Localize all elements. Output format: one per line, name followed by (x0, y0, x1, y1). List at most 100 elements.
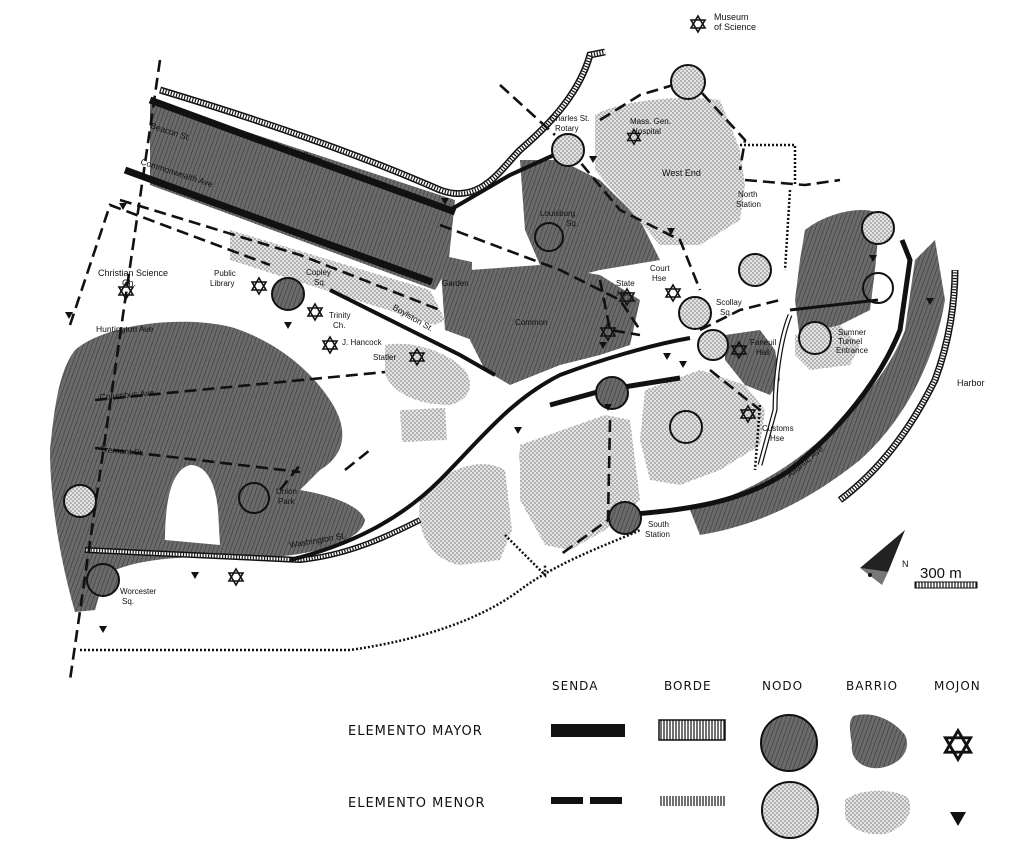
label-hse-court: Hse (652, 274, 667, 283)
star-of-david-icon (251, 277, 267, 295)
legend-senda-menor (551, 797, 622, 804)
node-west-end-circle (63, 484, 97, 518)
legend-col-borde: BORDE (664, 679, 712, 693)
scale-bar: 300 m (914, 565, 978, 589)
label-station: Station (736, 200, 761, 209)
label-faneuil: Faneuil (750, 338, 776, 347)
label-sq-louisburg: Sq. (566, 219, 578, 228)
district-small-square (400, 408, 447, 442)
label-library: Library (210, 279, 234, 288)
node-north-station (738, 253, 772, 287)
label-west-end: West End (662, 168, 701, 178)
node-sumner (798, 321, 832, 355)
label-christian-science: Christian Science (98, 268, 168, 278)
triangle-down-icon (514, 427, 522, 434)
label-louisburg: Louisburg (540, 209, 575, 218)
district-south-end (50, 321, 365, 612)
legend-barrio-mayor (849, 714, 908, 769)
node-post-office (669, 410, 703, 444)
path-sumner (789, 298, 879, 312)
node-copley (271, 277, 305, 311)
node-worcester (86, 563, 120, 597)
label-worcester: Worcester (120, 587, 157, 596)
node-south-station (608, 501, 642, 535)
paths (68, 59, 913, 681)
node-union-park (238, 482, 270, 514)
district-statler (385, 343, 470, 405)
label-trinity: Trinity (329, 311, 350, 320)
node-dewey (595, 376, 629, 410)
label-park: Park (278, 497, 295, 506)
legend-col-nodo: NODO (762, 679, 803, 693)
label-sq-copley: Sq. (314, 278, 326, 287)
label-copley: Copley (306, 268, 331, 277)
label-statler: Statler (373, 353, 396, 362)
label-court: Court (650, 264, 670, 273)
label-hse-customs: Hse (770, 434, 785, 443)
legend-nodo-menor (761, 781, 819, 839)
label-common: Common (515, 318, 547, 327)
edge-minor-boundary (80, 528, 641, 652)
star-of-david-icon (690, 15, 706, 33)
node-north-end (862, 272, 894, 304)
label-columbus: Columbus Ave (99, 387, 155, 402)
label-tunnel: Tunnel (838, 337, 862, 346)
node-west-end-top (670, 64, 706, 100)
triangle-down-icon (284, 322, 292, 329)
label-hancock: J. Hancock (342, 338, 383, 347)
star-of-david-icon (322, 336, 338, 354)
label-charles-st: Charles St. (550, 114, 590, 123)
legend-borde-mayor (658, 719, 726, 741)
path-atlantic (624, 239, 913, 518)
label-public: Public (214, 269, 236, 278)
label-hall: Hall (756, 348, 770, 357)
district-garden (440, 255, 472, 340)
label-garden: Garden (442, 279, 469, 288)
label-hospital: Hospital (632, 127, 661, 136)
label-harbor: Harbor (957, 378, 985, 388)
legend-col-senda: SENDA (552, 679, 598, 693)
triangle-down-icon (950, 812, 966, 826)
district-common (470, 265, 640, 385)
district-copley-strip (230, 230, 445, 325)
legend-barrio-menor (845, 790, 911, 835)
label-ch-trinity: Ch. (333, 321, 345, 330)
path-main-artery (289, 336, 691, 562)
legend-borde-menor (659, 796, 725, 806)
legend: SENDA BORDE NODO BARRIO MOJON ELEMENTO M… (348, 679, 981, 839)
star-of-david-icon (307, 303, 323, 321)
legend-nodo-mayor (760, 714, 818, 772)
label-sq-worcester: Sq. (122, 597, 134, 606)
node-north-end-top (861, 211, 895, 245)
label-mass-gen: Mass. Gen. (630, 117, 671, 126)
district-waterfront (690, 240, 945, 535)
scale-label: 300 m (920, 565, 962, 582)
path-beacon-st (148, 96, 457, 216)
triangle-down-icon (191, 572, 199, 579)
label-rotary: Rotary (555, 124, 579, 133)
node-faneuil (697, 329, 729, 361)
label-station-south: Station (645, 530, 670, 539)
label-sq-scollay: Sq. (720, 308, 732, 317)
legend-col-barrio: BARRIO (846, 679, 898, 693)
label-south: South (648, 520, 669, 529)
label-union: Union (276, 487, 297, 496)
legend-col-mojon: MOJON (934, 679, 981, 693)
label-entrance: Entrance (836, 346, 869, 355)
label-customs: Customs (762, 424, 794, 433)
label-of-science: of Science (714, 22, 756, 32)
path-boylston (329, 288, 496, 377)
district-south-end-hole (165, 465, 220, 545)
label-ch: Ch. (122, 278, 136, 288)
path-charles-st (448, 148, 566, 212)
nodes (63, 64, 895, 597)
star-of-david-icon (943, 729, 973, 761)
node-louisburg (534, 222, 564, 252)
label-huntington: Huntington Ave (96, 324, 154, 334)
star-of-david-icon (228, 568, 244, 586)
path-commonwealth (123, 166, 434, 286)
star-of-david-icon (665, 284, 681, 302)
legend-row-menor: ELEMENTO MENOR (348, 796, 486, 811)
node-charles-rotary (551, 133, 585, 167)
